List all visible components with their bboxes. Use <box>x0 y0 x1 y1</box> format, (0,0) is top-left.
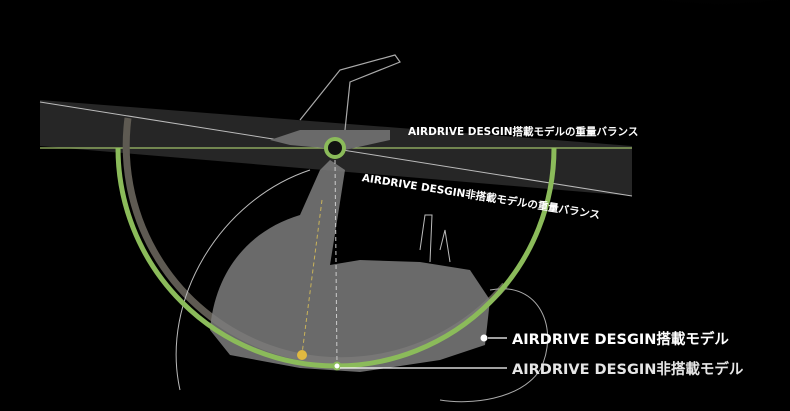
reel-spool-outline <box>439 288 549 403</box>
without-model-weight-point <box>297 350 307 360</box>
reel-body <box>210 160 490 372</box>
with-model-weight-point <box>332 361 342 371</box>
with-model-label: AIRDRIVE DESGIN搭載モデル <box>512 332 729 348</box>
with-model-center-line <box>334 159 338 366</box>
without-model-center-line <box>301 199 323 355</box>
pivot-point <box>324 137 346 159</box>
without-model-label: AIRDRIVE DESGIN非搭載モデル <box>512 362 744 378</box>
reel-handle-outline <box>299 54 401 131</box>
with-model-marker <box>480 334 488 342</box>
reel-outline <box>175 169 451 391</box>
with-model-balance-label: AIRDRIVE DESGIN搭載モデルの重量バランス <box>408 126 639 138</box>
background-glow <box>560 0 790 60</box>
